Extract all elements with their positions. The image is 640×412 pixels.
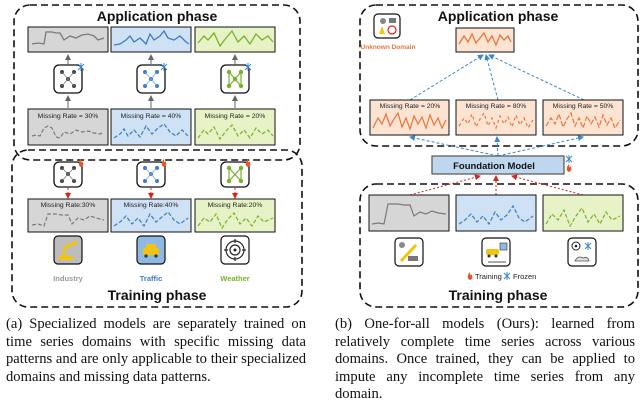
left-app-missing-label-industry: Missing Rate = 30% bbox=[38, 113, 99, 120]
left-train-model-industry bbox=[53, 161, 83, 188]
left-train-missing-label-traffic: Missing Rate:40% bbox=[124, 202, 179, 209]
left-app-model-weather bbox=[220, 64, 250, 94]
traffic-car-icon bbox=[136, 235, 166, 265]
right-training-phase-box bbox=[359, 183, 639, 308]
unknown-domain-icon bbox=[373, 13, 401, 39]
fire-icon bbox=[161, 159, 167, 167]
caption-b: (b) One-for-all models (Ours): learned f… bbox=[335, 316, 635, 404]
fire-icon bbox=[78, 159, 84, 167]
left-app-model-industry bbox=[53, 64, 83, 94]
fire-icon bbox=[566, 164, 572, 172]
right-missing-label-3: Missing Rate = 50% bbox=[553, 103, 614, 110]
domain-label-weather: Weather bbox=[220, 274, 250, 283]
right-missing-label-1: Missing Rate = 20% bbox=[380, 103, 441, 110]
right-missing-label-2: Missing Rate = 80% bbox=[466, 103, 527, 110]
left-train-missing-label-industry: Missing Rate:30% bbox=[41, 202, 96, 209]
left-app-missing-label-traffic: Missing Rate = 40% bbox=[121, 113, 182, 120]
weather-target-icon bbox=[220, 235, 250, 265]
fire-icon bbox=[245, 159, 251, 167]
foundation-model-label: Foundation Model bbox=[453, 161, 535, 172]
right-application-title: Application phase bbox=[438, 8, 559, 24]
weather-icon bbox=[567, 237, 597, 267]
caption-b-text: (b) One-for-all models (Ours): learned f… bbox=[335, 316, 635, 403]
left-app-missing-label-weather: Missing Rate = 20% bbox=[205, 113, 266, 120]
snowflake-icon bbox=[565, 155, 573, 163]
left-top-chart-industry bbox=[27, 26, 109, 53]
right-missing-chart-1: Missing Rate = 20% bbox=[369, 99, 450, 136]
right-train-chart-green bbox=[542, 194, 624, 232]
left-application-phase-box bbox=[13, 4, 301, 161]
snowflake-icon bbox=[160, 63, 168, 71]
left-train-missing-chart-traffic: Missing Rate:40% bbox=[110, 198, 192, 233]
left-top-chart-traffic bbox=[110, 26, 192, 53]
left-top-chart-weather bbox=[194, 26, 276, 53]
caption-a-text: (a) Specialized models are separately tr… bbox=[6, 316, 306, 385]
right-missing-chart-3: Missing Rate = 50% bbox=[542, 99, 624, 136]
legend-frozen-label: Frozen bbox=[513, 272, 536, 281]
industry-robot-icon bbox=[53, 235, 83, 265]
right-application-phase-box bbox=[359, 4, 639, 147]
left-train-missing-chart-industry: Missing Rate:30% bbox=[27, 198, 109, 233]
left-training-title: Training phase bbox=[108, 287, 207, 303]
caption-a: (a) Specialized models are separately tr… bbox=[6, 316, 306, 386]
right-training-title: Training phase bbox=[449, 287, 548, 303]
domain-label-traffic: Traffic bbox=[140, 274, 163, 283]
left-train-missing-chart-weather: Missing Rate:20% bbox=[194, 198, 276, 233]
right-train-chart-gray bbox=[368, 194, 450, 232]
left-app-missing-chart-industry: Missing Rate = 30% bbox=[27, 108, 109, 146]
left-application-title: Application phase bbox=[97, 8, 218, 24]
snowflake-icon bbox=[77, 63, 85, 71]
left-app-missing-chart-weather: Missing Rate = 20% bbox=[194, 108, 276, 146]
traffic-icon bbox=[481, 237, 511, 267]
right-train-chart-blue bbox=[455, 194, 537, 232]
fire-icon bbox=[467, 272, 473, 280]
industry-icon bbox=[394, 237, 424, 267]
left-app-missing-chart-traffic: Missing Rate = 40% bbox=[110, 108, 192, 146]
foundation-model-box: Foundation Model bbox=[431, 155, 565, 175]
left-app-model-traffic bbox=[136, 64, 166, 94]
left-train-model-weather bbox=[220, 161, 250, 188]
right-top-chart bbox=[455, 27, 515, 53]
snowflake-icon bbox=[244, 63, 252, 71]
left-train-missing-label-weather: Missing Rate:20% bbox=[208, 202, 263, 209]
right-missing-chart-2: Missing Rate = 80% bbox=[455, 99, 537, 136]
domain-label-industry: Industry bbox=[53, 274, 83, 283]
unknown-domain-label: Unknown Domain bbox=[361, 44, 416, 51]
legend-training-label: Training bbox=[475, 272, 502, 281]
left-train-model-traffic bbox=[136, 161, 166, 188]
snowflake-icon bbox=[503, 272, 511, 280]
left-training-phase-box bbox=[11, 149, 303, 308]
